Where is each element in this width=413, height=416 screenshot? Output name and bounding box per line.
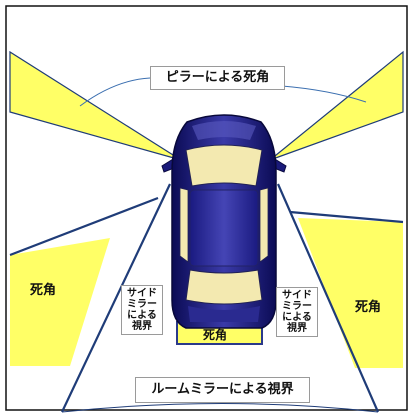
car-top-view-icon: [161, 114, 287, 329]
left-mirror-outer-boundary: [9, 196, 159, 257]
right-pillar-blind-zone: [269, 50, 404, 161]
pillar-pointer-left: [79, 77, 151, 107]
right-side-blind-zone: [298, 218, 403, 368]
pillar-blind-label: ピラーによる死角: [150, 66, 285, 90]
room-mirror-boundary: [61, 403, 379, 413]
left-side-mirror-label: サイド ミラー による 視界: [121, 285, 163, 335]
left-blind-label: 死角: [30, 283, 57, 298]
right-mirror-outer-boundary: [289, 210, 404, 224]
right-mirror-inner-boundary: [276, 183, 380, 413]
pillar-pointer-right: [281, 85, 367, 103]
left-mirror-inner-boundary: [61, 183, 171, 413]
room-mirror-label: ルームミラーによる視界: [135, 377, 310, 403]
rear-blind-label: 死角: [203, 328, 228, 342]
left-side-blind-zone: [10, 238, 110, 366]
right-side-mirror-label: サイド ミラー による 視界: [276, 287, 318, 337]
left-pillar-blind-zone: [9, 50, 182, 161]
right-blind-label: 死角: [355, 300, 382, 315]
